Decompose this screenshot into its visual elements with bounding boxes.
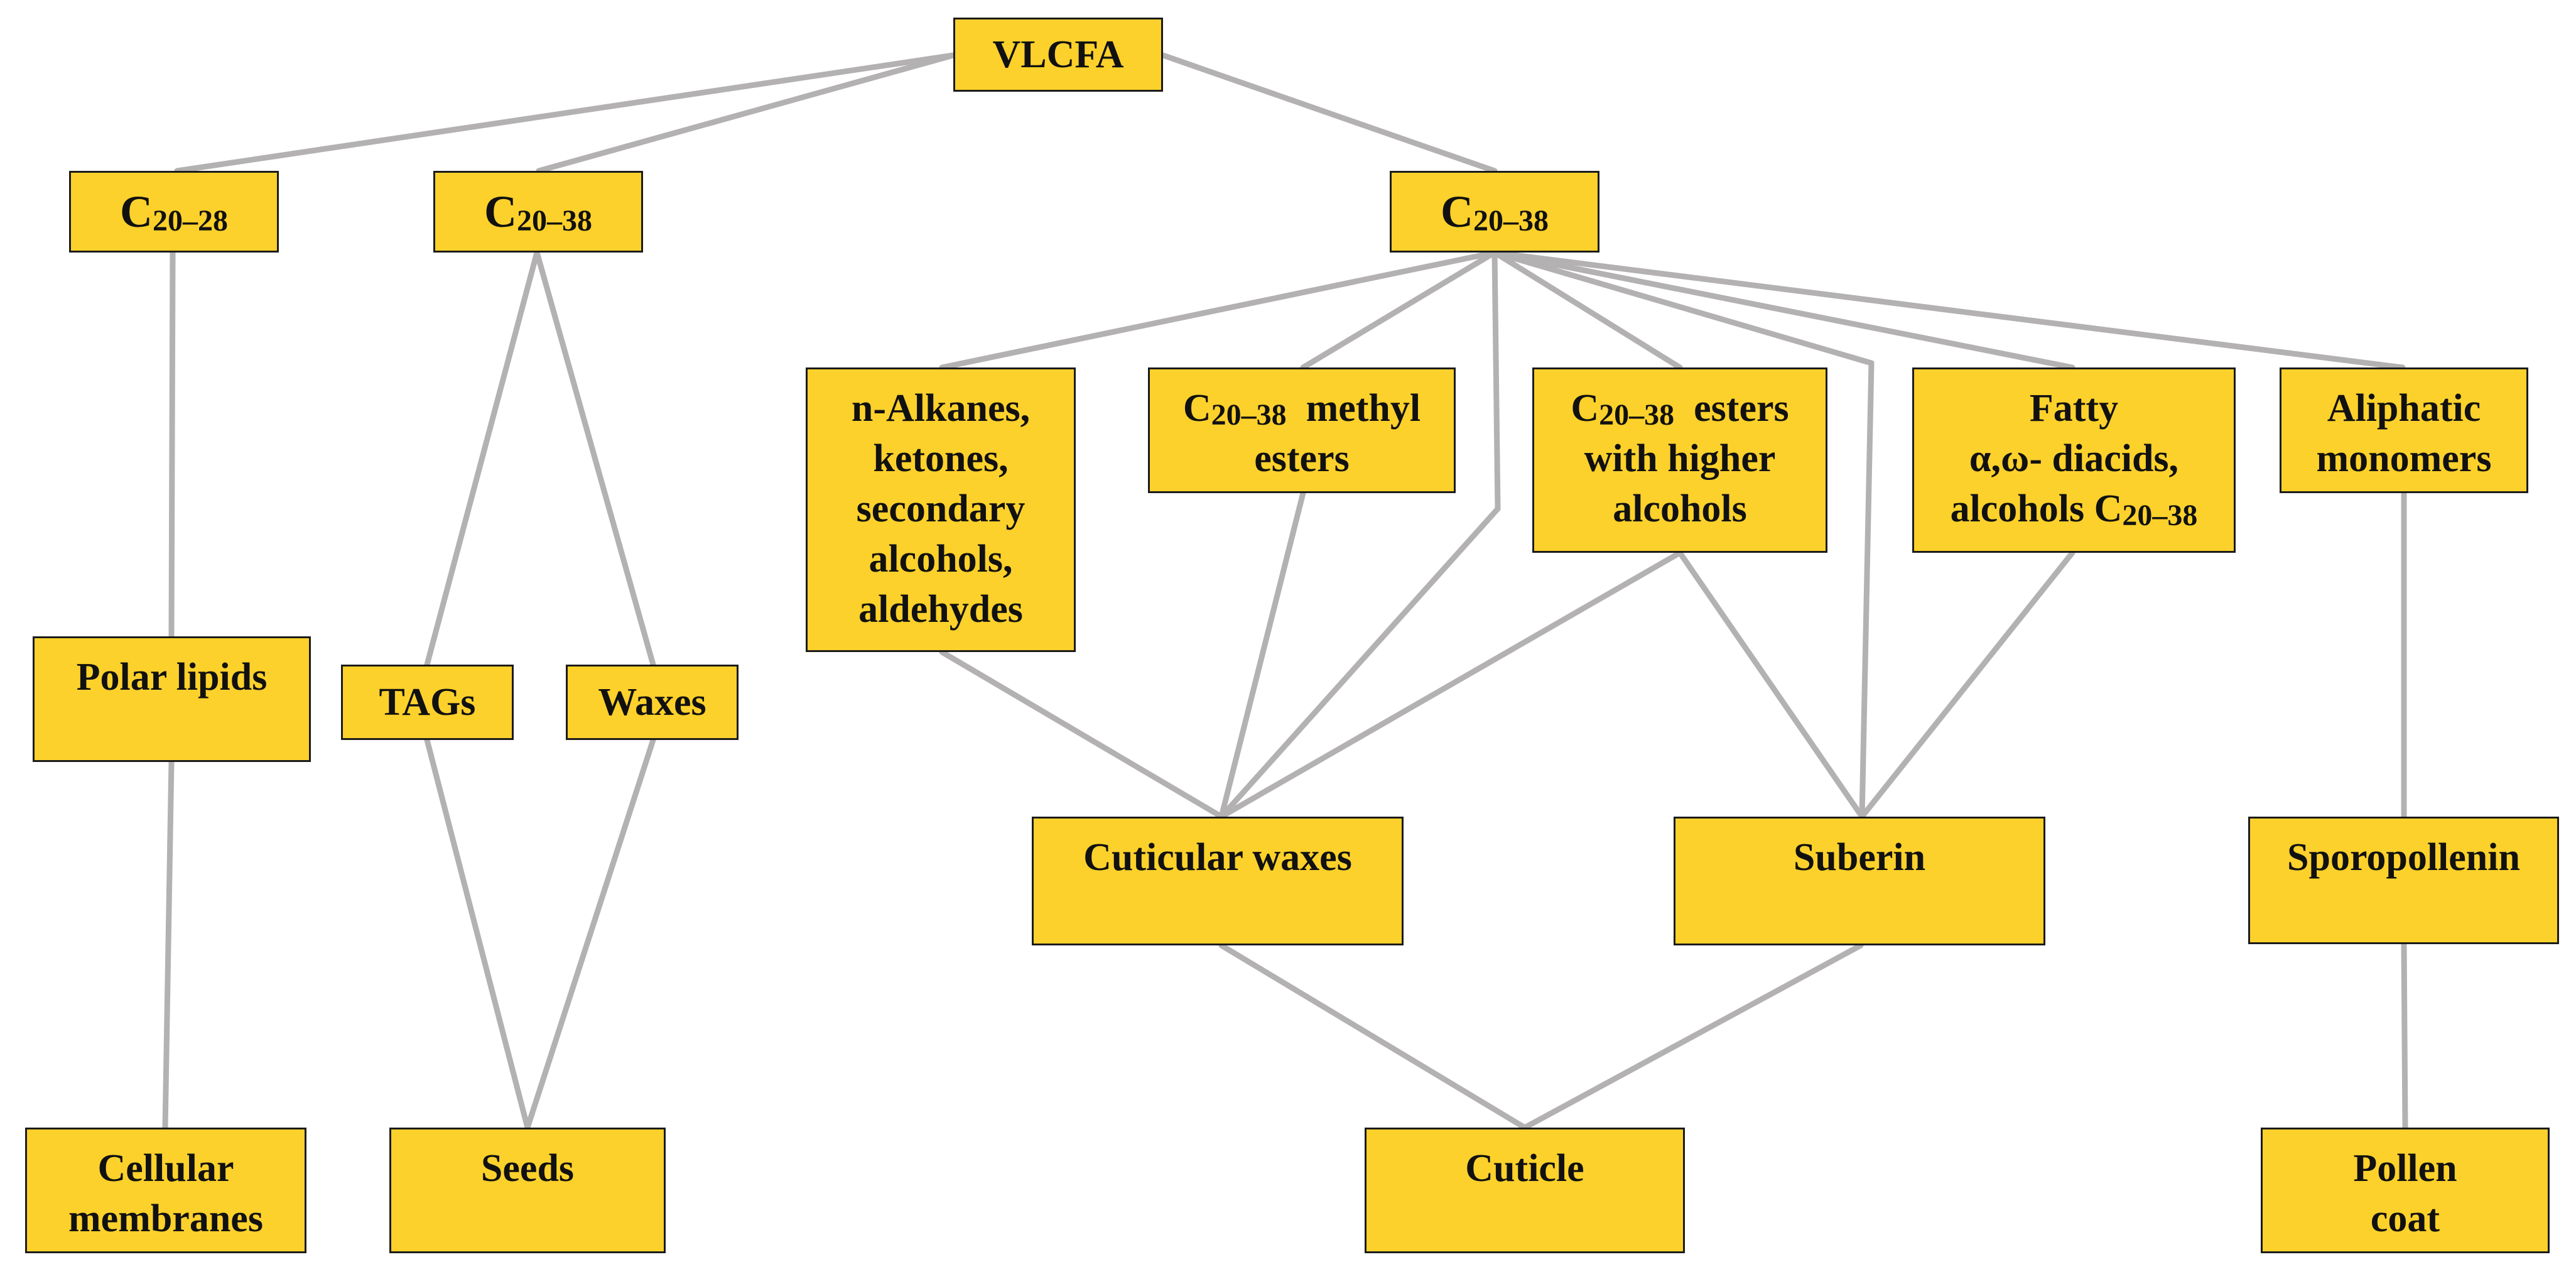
edge-methyl-esters-cuticular-waxes (1218, 490, 1306, 820)
node-pollen-coat: Pollen coat (2261, 1128, 2550, 1253)
edge-fatty-suberin (1859, 550, 2075, 820)
node-fatty-diacids-label: Fatty α,ω- diacids, alcohols C20–38 (1950, 387, 2198, 532)
node-waxes-label: Waxes (598, 681, 706, 724)
node-methyl-esters-label: C20–38 methyl esters (1182, 387, 1421, 480)
edge-c20-38-left-tags (424, 249, 540, 668)
edge-c20-38-left-waxes (534, 249, 656, 668)
node-vlcfa-label: VLCFA (992, 33, 1124, 76)
node-c20-38-left-label: C20–38 (484, 187, 592, 237)
node-c20-28: C20–28 (69, 171, 279, 253)
edge-esters-higher-cuticular-waxes (1218, 550, 1683, 820)
node-polar-lipids: Polar lipids (33, 636, 311, 762)
edge-tags-seeds (424, 737, 531, 1131)
edge-cuticular-waxes-cuticle (1218, 942, 1528, 1131)
node-cellular-membranes: Cellular membranes (25, 1128, 306, 1253)
node-cuticular-waxes: Cuticular waxes (1032, 817, 1404, 945)
edge-c20-38-right-direct-lower (1218, 506, 1501, 820)
edge-esters-higher-suberin (1677, 550, 1865, 820)
node-fatty-diacids: Fatty α,ω- diacids, alcohols C20–38 (1912, 367, 2236, 553)
edge-vlcfa-c20-28 (174, 52, 956, 174)
node-tags: TAGs (341, 665, 514, 740)
node-tags-label: TAGs (379, 681, 476, 724)
edge-c20-38-right-alkanes (939, 249, 1498, 371)
node-c20-38-right: C20–38 (1390, 171, 1599, 253)
node-vlcfa: VLCFA (953, 18, 1163, 92)
node-cuticle: Cuticle (1365, 1128, 1685, 1253)
node-suberin: Suberin (1674, 817, 2045, 945)
edge-waxes-seeds (524, 737, 656, 1131)
edge-c20-38-right-methyl-esters (1300, 249, 1498, 371)
edge-c20-38-right-suberin-upper (1491, 249, 1875, 366)
edge-vlcfa-c20-38-left (536, 52, 956, 174)
node-aliphatic-monomers-label: Aliphatic monomers (2316, 387, 2492, 480)
node-cuticular-waxes-label: Cuticular waxes (1083, 836, 1352, 879)
node-seeds: Seeds (389, 1128, 666, 1253)
node-esters-higher-alcohols: C20–38 esters with higher alcohols (1532, 367, 1827, 553)
edge-c20-38-right-suberin-lower (1859, 360, 1875, 820)
node-polar-lipids-label: Polar lipids (76, 656, 268, 699)
node-cellular-membranes-label: Cellular membranes (68, 1147, 263, 1240)
edge-c20-38-right-fatty (1491, 249, 2075, 371)
node-seeds-label: Seeds (480, 1147, 575, 1190)
edge-suberin-cuticle (1522, 942, 1864, 1131)
node-suberin-label: Suberin (1793, 836, 1926, 879)
node-c20-38-left: C20–38 (433, 171, 643, 253)
edge-polar-lipids-cellular-membranes (162, 759, 175, 1131)
edge-c20-38-right-aliphatic (1491, 249, 2406, 371)
node-pollen-coat-label: Pollen coat (2353, 1147, 2457, 1240)
node-c20-38-right-label: C20–38 (1441, 187, 1549, 237)
edge-c20-38-right-esters-higher (1491, 249, 1683, 371)
node-esters-higher-alcohols-label: C20–38 esters with higher alcohols (1571, 387, 1789, 530)
edge-c20-38-right-direct-upper (1491, 249, 1501, 512)
node-n-alkanes-label: n-Alkanes, ketones, secondary alcohols, … (851, 387, 1031, 631)
edge-vlcfa-c20-38-right (1160, 52, 1498, 174)
node-waxes: Waxes (566, 665, 739, 740)
edge-c20-28-polar-lipids (168, 249, 176, 639)
node-cuticle-label: Cuticle (1465, 1147, 1584, 1190)
node-methyl-esters: C20–38 methyl esters (1148, 367, 1456, 493)
edge-sporopollenin-pollen-coat (2401, 941, 2408, 1131)
node-n-alkanes: n-Alkanes, ketones, secondary alcohols, … (806, 367, 1076, 652)
node-sporopollenin-label: Sporopollenin (2286, 836, 2520, 879)
edge-alkanes-cuticular-waxes (939, 649, 1225, 820)
node-sporopollenin: Sporopollenin (2248, 817, 2559, 944)
node-c20-28-label: C20–28 (120, 187, 228, 237)
node-aliphatic-monomers: Aliphatic monomers (2280, 367, 2528, 493)
